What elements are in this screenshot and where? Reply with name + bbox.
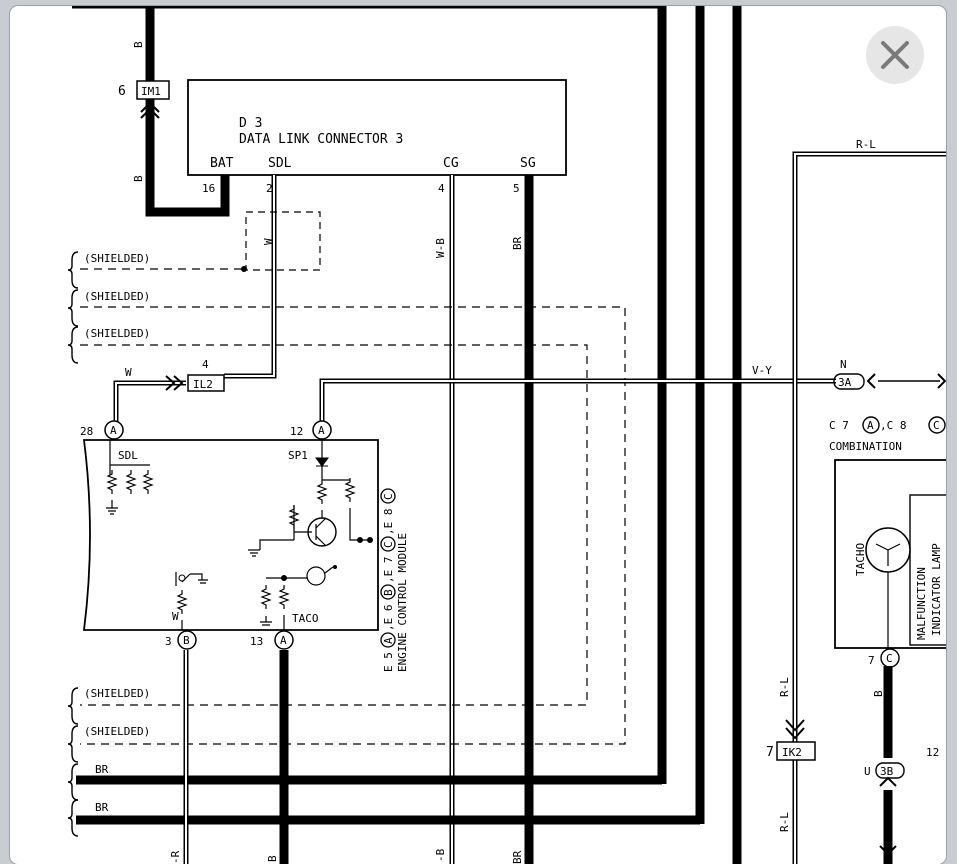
combination-code-1: C 7 [829, 419, 849, 432]
wire-br-2: BR [95, 801, 109, 814]
wire-w-b: W-B [434, 238, 447, 258]
ecm-code-3: ,E 7 [382, 557, 395, 584]
ecm-title: ENGINE CONTROL MODULE [396, 533, 409, 672]
pin-sdl-number: 2 [266, 182, 273, 195]
ecm-pin3-letter: B [183, 634, 190, 647]
wire-rl-mid: R-L [778, 677, 791, 697]
close-icon [881, 41, 909, 69]
wire-b-bottom: B [266, 855, 279, 862]
shielded-label-5: (SHIELDED) [84, 725, 150, 738]
pin-sg-label: SG [520, 156, 536, 171]
wire-br-sg: BR [511, 236, 524, 250]
mil-label-1: MALFUNCTION [915, 567, 928, 640]
combination-code-2: ,C 8 [880, 419, 907, 432]
ecm-sdl-label: SDL [118, 449, 138, 462]
connector-ik2 [776, 741, 816, 761]
ecm-pin3-circle [177, 630, 197, 650]
shielded-label-2: (SHIELDED) [84, 290, 150, 303]
il2-label: IL2 [193, 378, 213, 391]
connector-il2 [187, 374, 225, 392]
shielded-label-4: (SHIELDED) [84, 687, 150, 700]
diagram-viewer: D 3 DATA LINK CONNECTOR 3 BAT SDL CG SG … [10, 6, 946, 864]
il2-pin-number: 4 [202, 358, 209, 371]
connector-3a-label: 3A [838, 376, 852, 389]
ecm-pin28-number: 28 [80, 425, 93, 438]
ecm-code-4-letter: C [382, 493, 395, 500]
ecm-code-3-letter: C [382, 541, 395, 548]
ecm-pin3-number: 3 [165, 635, 172, 648]
ik2-label: IK2 [782, 746, 802, 759]
connector-name: DATA LINK CONNECTOR 3 [239, 132, 403, 147]
close-button[interactable] [866, 26, 924, 84]
wire-b-low: B [132, 175, 145, 182]
wire-rl-top: R-L [856, 138, 876, 151]
pin-bat-number: 16 [202, 182, 215, 195]
combination-pin7: 7 [868, 654, 875, 667]
data-link-connector-box [187, 79, 567, 176]
ecm-taco-label: TACO [292, 612, 319, 625]
im1-label: IM1 [141, 85, 161, 98]
ecm-pin12-circle [312, 420, 332, 440]
ecm-pin13-number: 13 [250, 635, 263, 648]
tacho-label: TACHO [854, 543, 867, 576]
wire-w-il2: W [125, 366, 132, 379]
shielded-label-3: (SHIELDED) [84, 327, 150, 340]
ecm-pin12-number: 12 [290, 425, 303, 438]
ecm-pin28-circle [104, 420, 124, 440]
ecm-pin13-letter: A [280, 634, 287, 647]
pin-sdl-label: SDL [268, 156, 292, 171]
combination-pin7-letter: C [886, 652, 893, 665]
wire-vy: V-Y [752, 364, 772, 377]
ik2-pin-number: 7 [766, 745, 774, 760]
ecm-wire-w: W [172, 610, 179, 623]
connector-u-label: U [864, 765, 871, 778]
mil-label-2: INDICATOR LAMP [930, 543, 943, 636]
connector-n-label: N [840, 358, 847, 371]
ecm-code-1: E 5 [382, 652, 395, 672]
wire-b-mil: B [872, 690, 885, 697]
wire-wb-bottom: -B [434, 848, 447, 862]
ecm-code-2-letter: B [382, 589, 395, 596]
connector-im1 [136, 80, 170, 100]
pin-cg-number: 4 [438, 182, 445, 195]
shielded-label-1: (SHIELDED) [84, 252, 150, 265]
ecm-pin12-letter: A [318, 424, 325, 437]
combination-circle-a: A [867, 419, 874, 432]
wire-shield-w: W [262, 238, 275, 245]
wire-rl-bottom: R-L [778, 812, 791, 832]
ecm-sp1-label: SP1 [288, 449, 308, 462]
ecm-pin28-letter: A [110, 424, 117, 437]
pin-cg-label: CG [443, 156, 459, 171]
pin-sg-number: 5 [513, 182, 520, 195]
pin-bat-label: BAT [210, 156, 234, 171]
combination-circle-c: C [933, 419, 940, 432]
wire-br-1: BR [95, 763, 109, 776]
wire-br-bottom: BR [511, 850, 524, 864]
ecm-code-1-letter: A [382, 637, 395, 644]
combination-title: COMBINATION [829, 440, 902, 453]
ecm-code-2: ,E 6 [382, 605, 395, 632]
engine-control-module-box [82, 439, 379, 631]
connector-3b-label: 3B [880, 765, 894, 778]
im1-pin-number: 6 [118, 84, 126, 99]
wire-b-top: B [132, 41, 145, 48]
wire-r-bottom: -R [169, 850, 182, 864]
connector-u-right-pin: 12 [926, 746, 939, 759]
ecm-pin13-circle [274, 630, 294, 650]
connector-code: D 3 [239, 116, 262, 131]
wiring-diagram: D 3 DATA LINK CONNECTOR 3 BAT SDL CG SG … [67, 6, 946, 864]
ecm-code-4: ,E 8 [382, 509, 395, 536]
